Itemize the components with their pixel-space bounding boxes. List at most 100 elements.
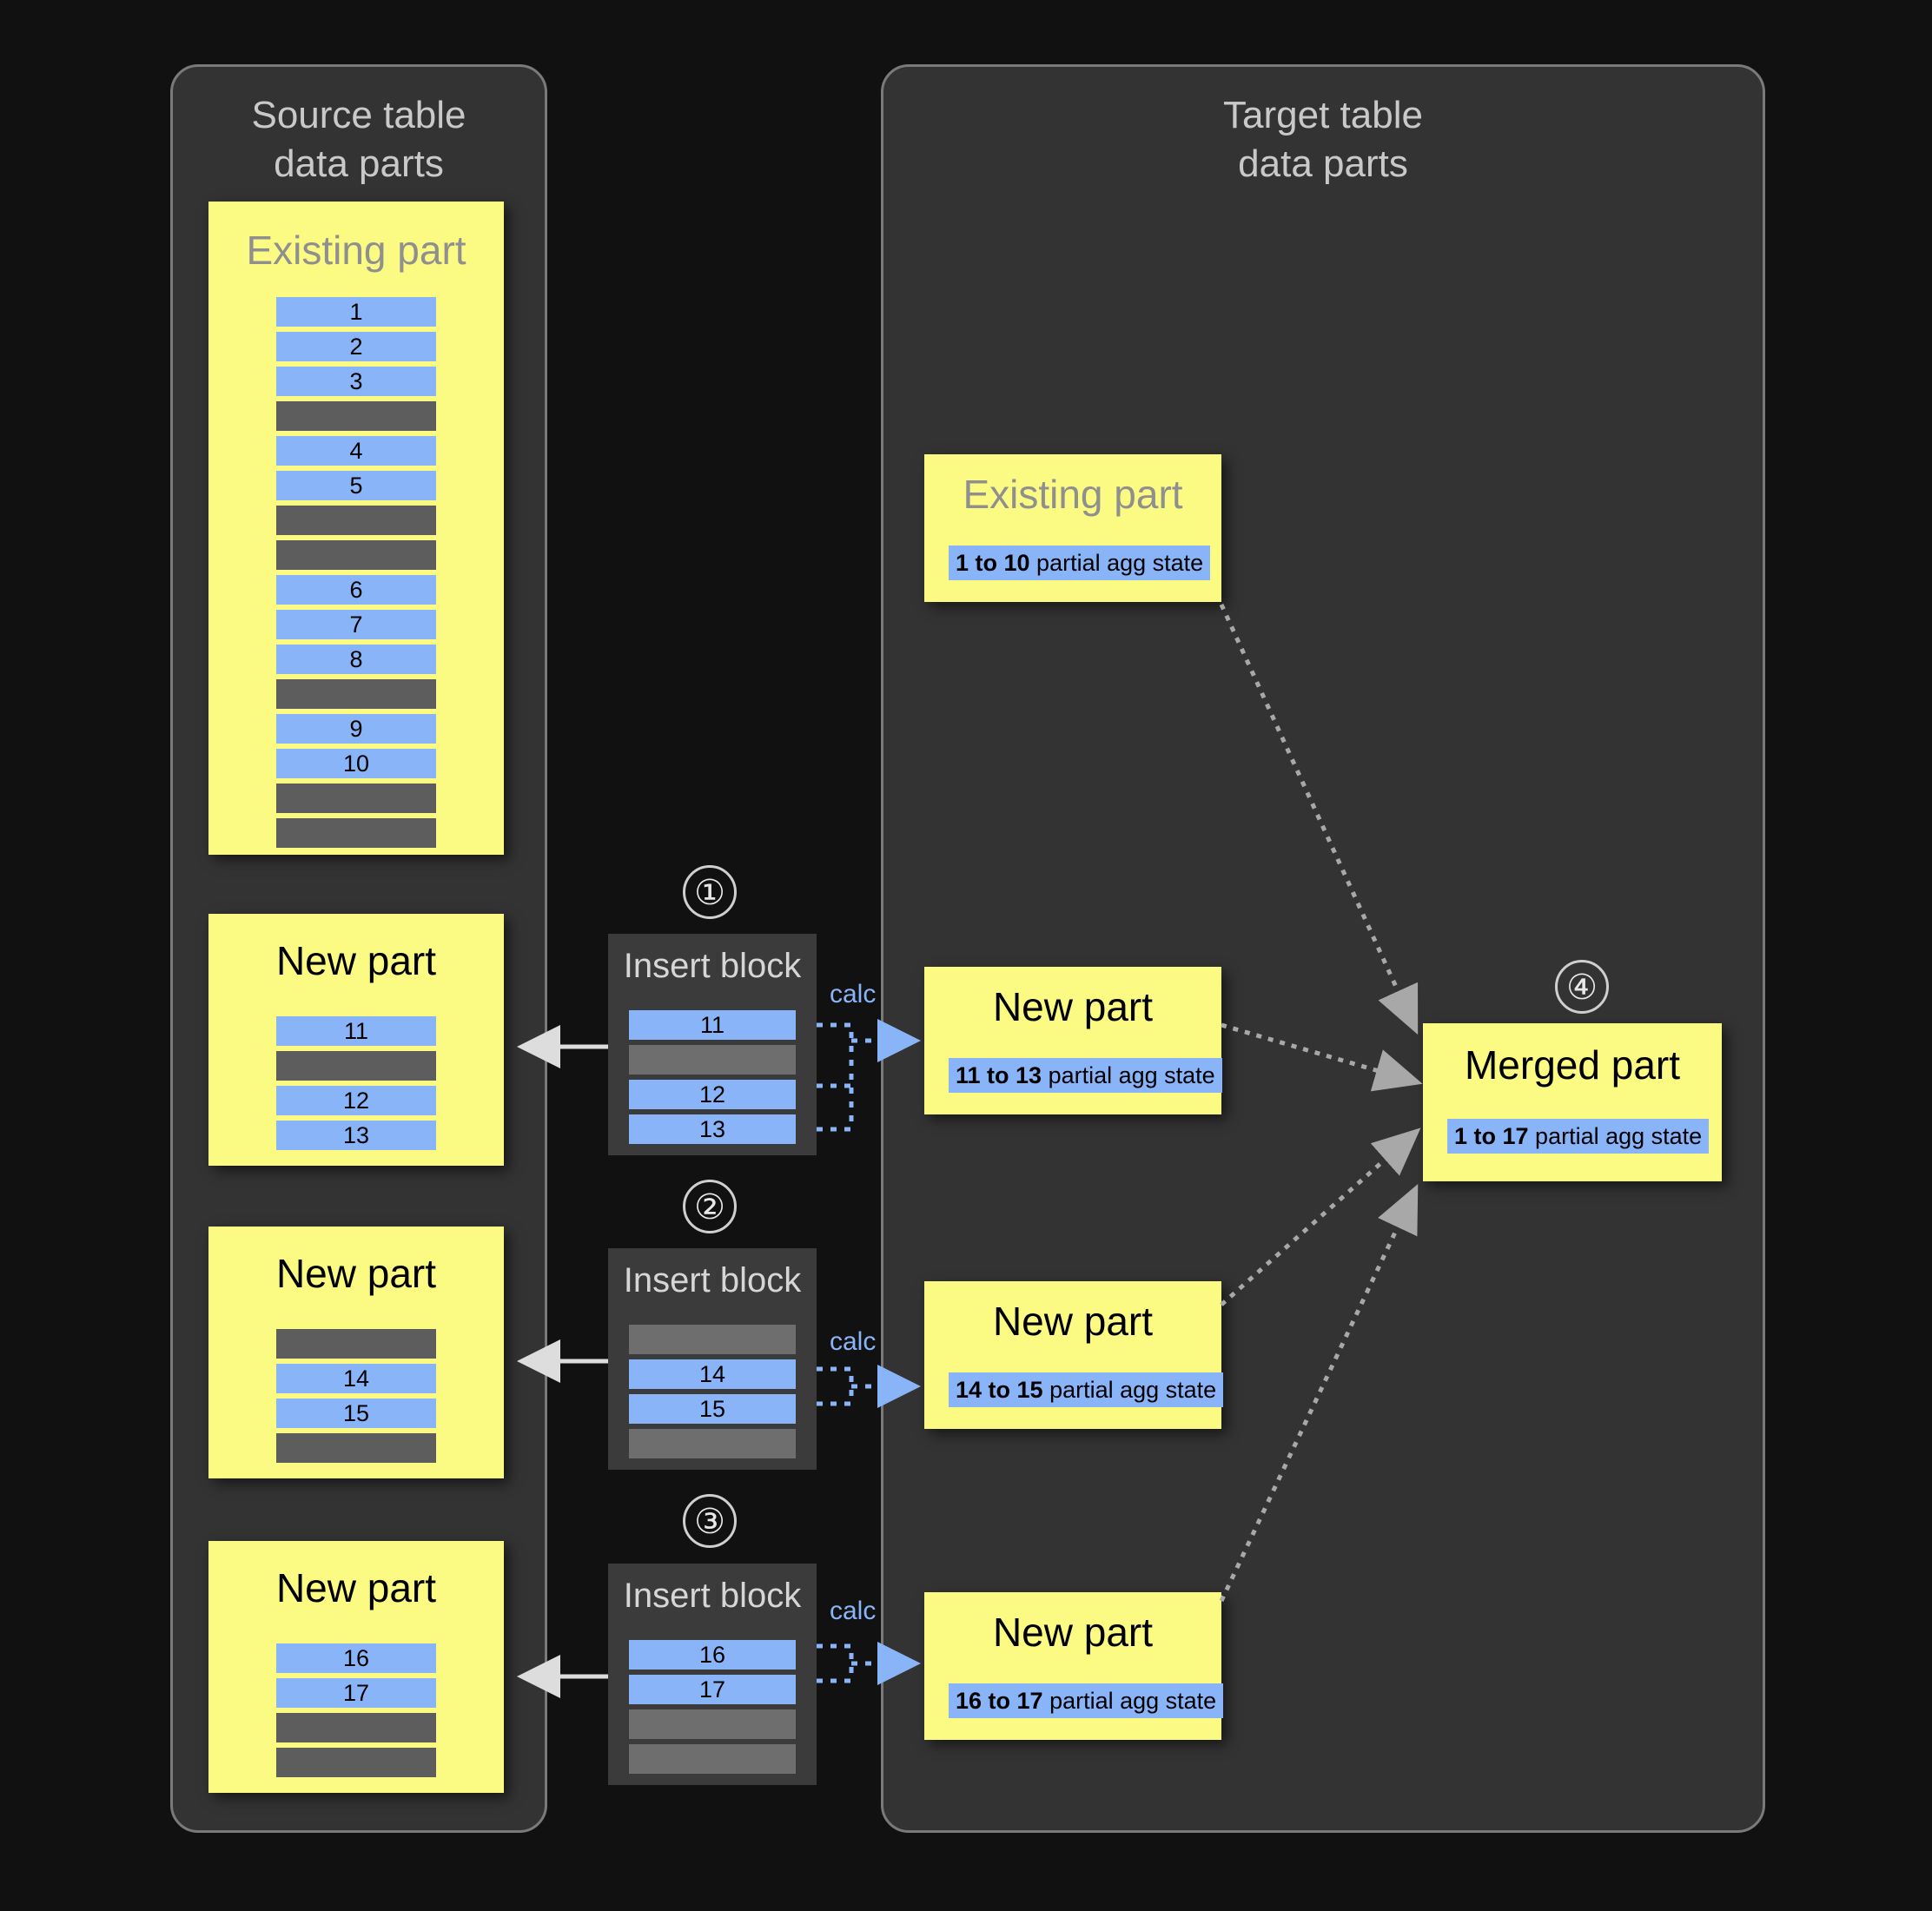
data-row [276,818,436,848]
data-row [276,540,436,570]
insert-block-1-title: Insert block [623,947,802,985]
data-row [629,1709,796,1739]
step-number-1: ① [683,865,737,919]
data-row: 13 [276,1121,436,1150]
source-existing-part[interactable]: Existing part 1 2 3 4 5 6 7 8 9 10 [208,202,504,855]
data-row: 12 [629,1080,796,1109]
data-row [276,401,436,431]
agg-suffix: partial agg state [1042,1377,1217,1403]
agg-suffix: partial agg state [1029,550,1204,576]
data-row: 11 [276,1016,436,1046]
data-row: 3 [276,367,436,396]
insert-block-2[interactable]: Insert block 14 15 [608,1248,817,1470]
insert-block-2-rows: 14 15 [608,1325,817,1464]
agg-range: 16 to 17 [956,1688,1043,1714]
insert-block-3[interactable]: Insert block 16 17 [608,1564,817,1785]
data-row: 16 [629,1640,796,1670]
target-table-panel: Target table data parts [881,64,1765,1833]
source-panel-title-line1: Source table [251,94,466,136]
target-new-part-1-title: New part [992,984,1154,1029]
source-new-part-3[interactable]: New part 16 17 [208,1541,504,1793]
agg-range: 1 to 17 [1454,1123,1529,1149]
data-row: 11 [629,1010,796,1040]
data-row [276,1051,436,1081]
data-row: 17 [276,1678,436,1708]
target-new-part-3-title: New part [992,1610,1154,1655]
data-row [276,784,436,813]
data-row: 10 [276,749,436,778]
target-new-part-1[interactable]: New part 11 to 13 partial agg state [924,967,1222,1114]
data-row [276,1329,436,1359]
source-new-part-3-rows: 16 17 [208,1643,504,1782]
calc-label-3: calc [830,1597,877,1625]
insert-block-1[interactable]: Insert block 11 12 13 [608,934,817,1155]
agg-range: 1 to 10 [956,550,1030,576]
data-row [276,1748,436,1777]
calc-label-1: calc [830,980,877,1008]
data-row: 13 [629,1114,796,1144]
data-row: 15 [629,1394,796,1424]
data-row: 7 [276,610,436,639]
data-row [276,679,436,709]
source-existing-part-title: Existing part [246,228,466,273]
data-row: 15 [276,1399,436,1428]
source-new-part-2[interactable]: New part 14 15 [208,1227,504,1478]
source-new-part-1-rows: 11 12 13 [208,1016,504,1155]
data-row: 2 [276,332,436,361]
data-row: 8 [276,645,436,674]
agg-suffix: partial agg state [1042,1688,1217,1714]
source-new-part-3-title: New part [275,1565,437,1610]
agg-range: 11 to 13 [956,1062,1042,1088]
data-row: 4 [276,436,436,466]
source-panel-title-line2: data parts [274,142,444,185]
data-row [629,1744,796,1774]
data-row: 14 [276,1364,436,1393]
data-row [276,1433,436,1463]
insert-block-2-title: Insert block [623,1261,802,1299]
target-new-part-2[interactable]: New part 14 to 15 partial agg state [924,1281,1224,1429]
data-row: 9 [276,714,436,744]
target-existing-part-title: Existing part [963,472,1183,517]
insert-block-3-title: Insert block [623,1577,802,1615]
merged-part[interactable]: Merged part 1 to 17 partial agg state [1423,1023,1722,1181]
data-row: 6 [276,575,436,605]
source-panel-title: Source table data parts [173,91,545,188]
source-new-part-1-title: New part [275,938,437,983]
insert-block-1-rows: 11 12 13 [608,1010,817,1149]
source-new-part-2-rows: 14 15 [208,1329,504,1468]
agg-state-badge: 16 to 17 partial agg state [949,1683,1224,1718]
data-row: 16 [276,1643,436,1673]
agg-state-badge: 11 to 13 partial agg state [949,1058,1222,1093]
step-number-2: ② [683,1180,737,1233]
data-row [629,1325,796,1354]
data-row [276,1713,436,1742]
data-row: 5 [276,471,436,500]
data-row: 1 [276,297,436,327]
source-new-part-1[interactable]: New part 11 12 13 [208,914,504,1166]
data-row: 14 [629,1359,796,1389]
insert-block-3-rows: 16 17 [608,1640,817,1779]
step-number-3: ③ [683,1494,737,1548]
source-existing-part-rows: 1 2 3 4 5 6 7 8 9 10 [208,297,504,853]
target-existing-part[interactable]: Existing part 1 to 10 partial agg state [924,454,1221,602]
agg-state-badge: 1 to 10 partial agg state [949,546,1211,580]
agg-suffix: partial agg state [1528,1123,1703,1149]
agg-range: 14 to 15 [956,1377,1043,1403]
merged-part-title: Merged part [1464,1042,1680,1088]
agg-suffix: partial agg state [1042,1062,1215,1088]
target-new-part-3[interactable]: New part 16 to 17 partial agg state [924,1592,1224,1740]
target-panel-title-line1: Target table [1223,94,1423,136]
source-new-part-2-title: New part [275,1251,437,1296]
target-panel-title-line2: data parts [1238,142,1408,185]
agg-state-badge: 14 to 15 partial agg state [949,1372,1224,1407]
data-row [629,1429,796,1458]
data-row: 12 [276,1086,436,1115]
target-panel-title: Target table data parts [883,91,1763,188]
step-number-4: ④ [1555,960,1609,1014]
data-row: 17 [629,1675,796,1704]
target-new-part-2-title: New part [992,1299,1154,1344]
agg-state-badge: 1 to 17 partial agg state [1447,1119,1710,1154]
data-row [629,1045,796,1075]
calc-label-2: calc [830,1327,877,1356]
data-row [276,506,436,535]
